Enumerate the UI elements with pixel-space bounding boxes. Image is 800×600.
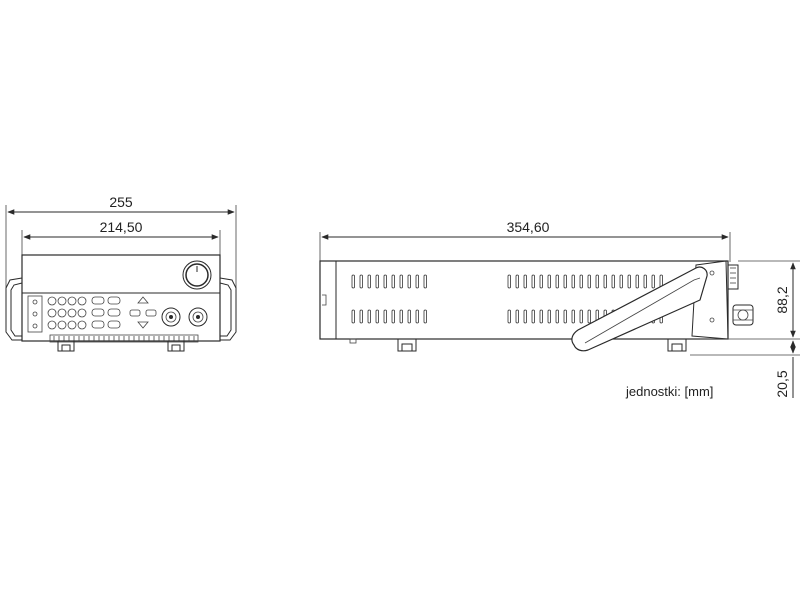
- vent-slot: [507, 309, 511, 324]
- vent-slot: [555, 274, 559, 289]
- vent-slot: [531, 274, 535, 289]
- vent-slot: [391, 274, 395, 289]
- side-vents-left: [351, 274, 427, 324]
- vent-slot: [555, 309, 559, 324]
- vent-slot: [595, 274, 599, 289]
- vent-slot: [407, 309, 411, 324]
- vent-slot: [547, 274, 551, 289]
- front-view: 255 214,50: [5, 194, 237, 352]
- vent-slot: [603, 274, 607, 289]
- vent-slot: [399, 309, 403, 324]
- dimension-overall-width: 255: [5, 194, 237, 290]
- vent-slot: [415, 309, 419, 324]
- dimension-height: 88,2: [700, 260, 800, 340]
- vent-slot: [515, 274, 519, 289]
- dimension-depth: 354,60: [319, 219, 731, 262]
- foot-height-label: 20,5: [774, 370, 790, 397]
- vent-slot: [579, 274, 583, 289]
- vent-slot: [619, 274, 623, 289]
- vent-slot: [415, 274, 419, 289]
- overall-width-label: 255: [109, 194, 133, 210]
- dimension-foot-height: 20,5: [690, 340, 800, 398]
- vent-slot: [539, 309, 543, 324]
- front-foot-left: [57, 340, 75, 352]
- vent-slot: [539, 274, 543, 289]
- vent-slot: [579, 309, 583, 324]
- vent-slot: [383, 274, 387, 289]
- vent-slot: [375, 274, 379, 289]
- vent-slot: [407, 274, 411, 289]
- side-foot-front: [397, 338, 417, 352]
- vent-slot: [507, 274, 511, 289]
- vent-slot: [383, 309, 387, 324]
- vent-slot: [571, 274, 575, 289]
- vent-slot: [351, 309, 355, 324]
- vent-slot: [611, 274, 615, 289]
- output-terminals: [161, 307, 208, 327]
- front-bottom-strip: [49, 334, 199, 343]
- right-handle: [219, 277, 237, 341]
- units-note: jednostki: [mm]: [626, 384, 714, 399]
- vent-slot: [587, 274, 591, 289]
- vent-slot: [563, 274, 567, 289]
- vent-slot: [531, 309, 535, 324]
- rear-fan: [727, 264, 739, 290]
- vent-slot: [571, 309, 575, 324]
- vent-slot: [643, 274, 647, 289]
- vent-slot: [587, 309, 591, 324]
- rotary-knob: [182, 260, 212, 290]
- vent-slot: [359, 309, 363, 324]
- front-keypad: [47, 296, 157, 330]
- vent-slot: [375, 309, 379, 324]
- vent-slot: [399, 274, 403, 289]
- vent-slot: [651, 274, 655, 289]
- height-label: 88,2: [774, 286, 790, 313]
- side-handle: [571, 266, 708, 352]
- inner-width-label: 214,50: [100, 219, 143, 235]
- vent-slot: [367, 309, 371, 324]
- side-view: 354,60 88,2: [319, 219, 800, 398]
- vent-slot: [627, 274, 631, 289]
- front-indicators: [27, 295, 43, 333]
- depth-label: 354,60: [507, 219, 550, 235]
- vent-slot: [367, 274, 371, 289]
- vent-slot: [359, 274, 363, 289]
- front-foot-right: [167, 340, 185, 352]
- left-handle: [5, 277, 23, 341]
- side-foot-rear: [667, 338, 687, 352]
- vent-slot: [523, 274, 527, 289]
- vent-slot: [423, 309, 427, 324]
- vent-slot: [351, 274, 355, 289]
- rear-connector: [732, 304, 754, 326]
- vent-slot: [547, 309, 551, 324]
- vent-slot: [423, 274, 427, 289]
- vent-slot: [515, 309, 519, 324]
- vent-slot: [563, 309, 567, 324]
- vent-slot: [523, 309, 527, 324]
- vent-slot: [391, 309, 395, 324]
- vent-slot: [635, 274, 639, 289]
